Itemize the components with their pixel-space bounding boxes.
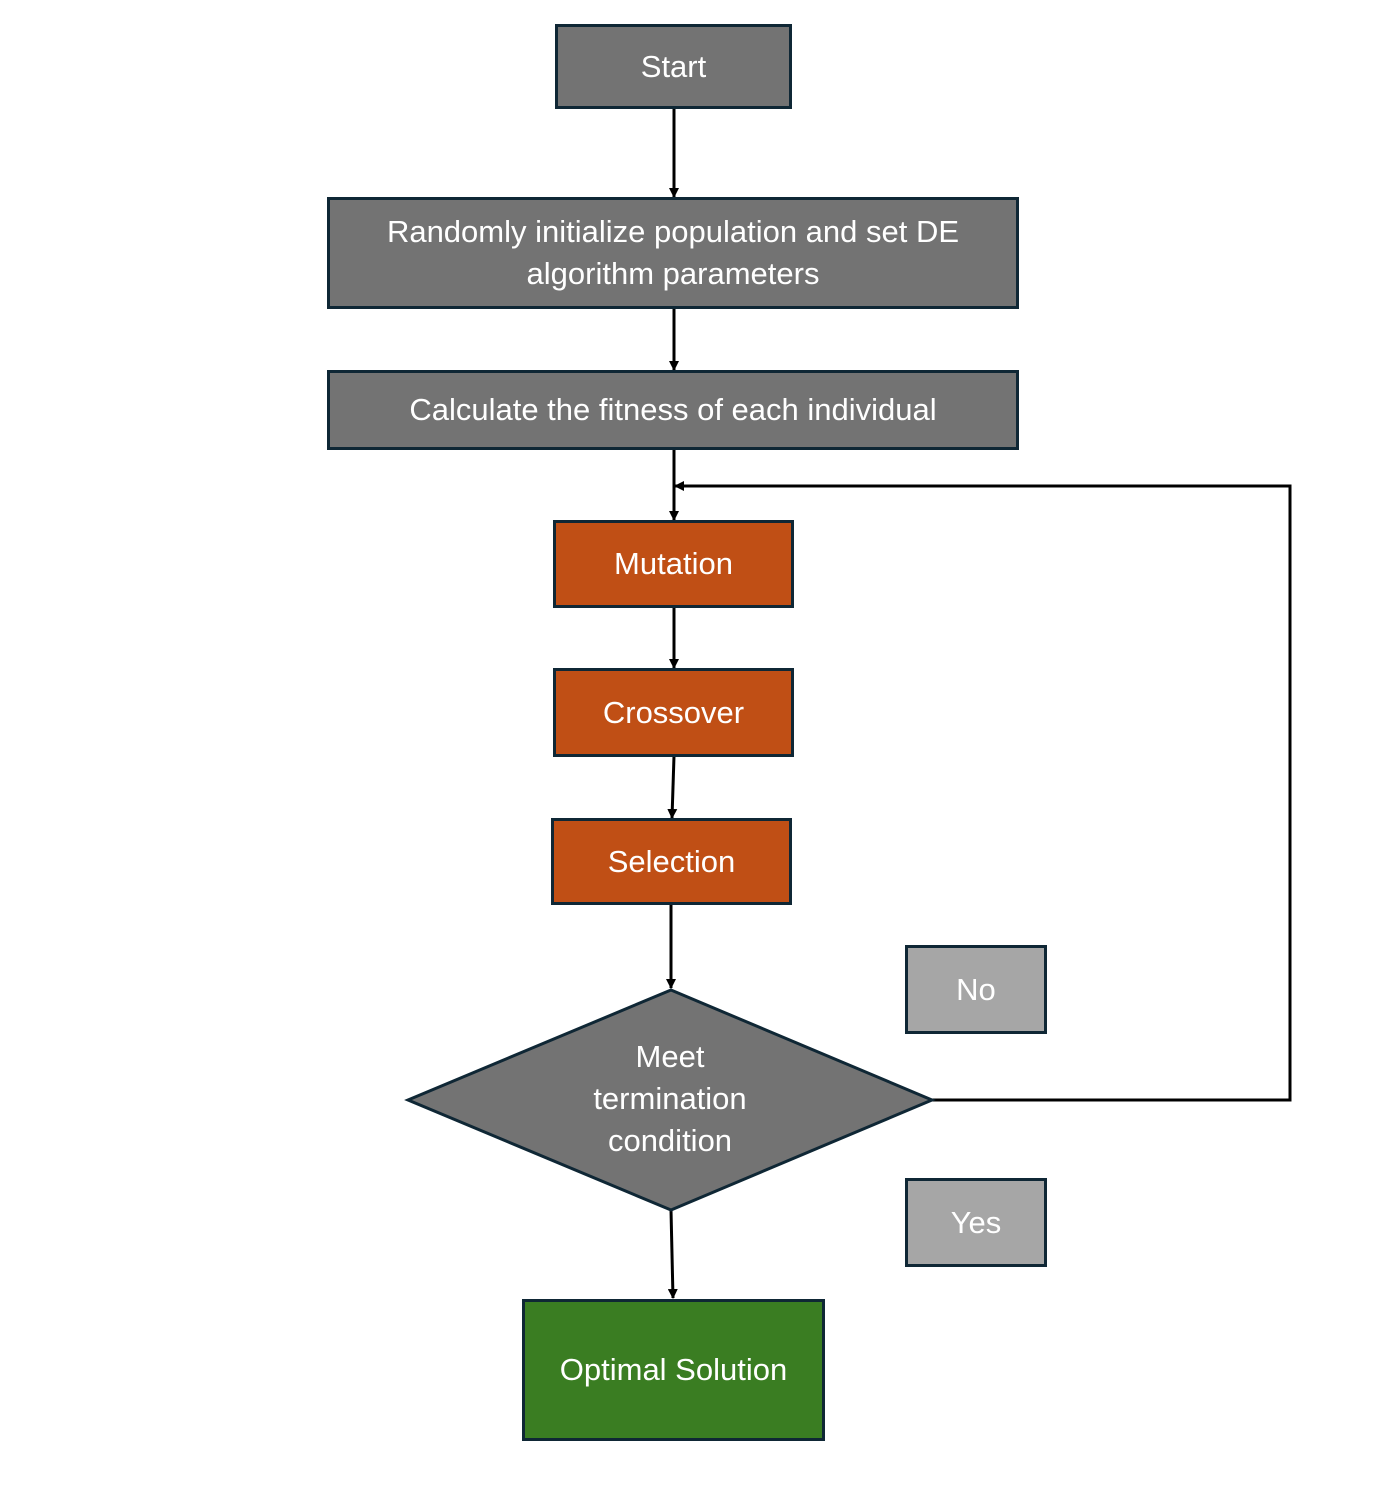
loop-back-arrow xyxy=(674,481,1292,1102)
mutation-node: Mutation xyxy=(553,520,794,608)
decision-diamond xyxy=(404,988,936,1212)
decision-label: Meet termination condition xyxy=(560,1036,780,1162)
decision-label-line-3: condition xyxy=(607,1123,733,1159)
no-label: No xyxy=(905,945,1047,1034)
arrow-crossover-to-selection xyxy=(667,755,678,819)
decision-label-line-1: Meet xyxy=(635,1039,705,1074)
decision-label-line-2: termination xyxy=(593,1081,747,1117)
start-node: Start xyxy=(555,24,792,109)
crossover-node: Crossover xyxy=(553,668,794,757)
initialize-node: Randomly initialize population and set D… xyxy=(327,197,1019,309)
selection-node: Selection xyxy=(551,818,792,905)
optimal-solution-node: Optimal Solution xyxy=(522,1299,825,1441)
yes-label: Yes xyxy=(905,1178,1047,1267)
fitness-node: Calculate the fitness of each individual xyxy=(327,370,1019,450)
arrow-decision-to-optimal xyxy=(667,1209,678,1299)
